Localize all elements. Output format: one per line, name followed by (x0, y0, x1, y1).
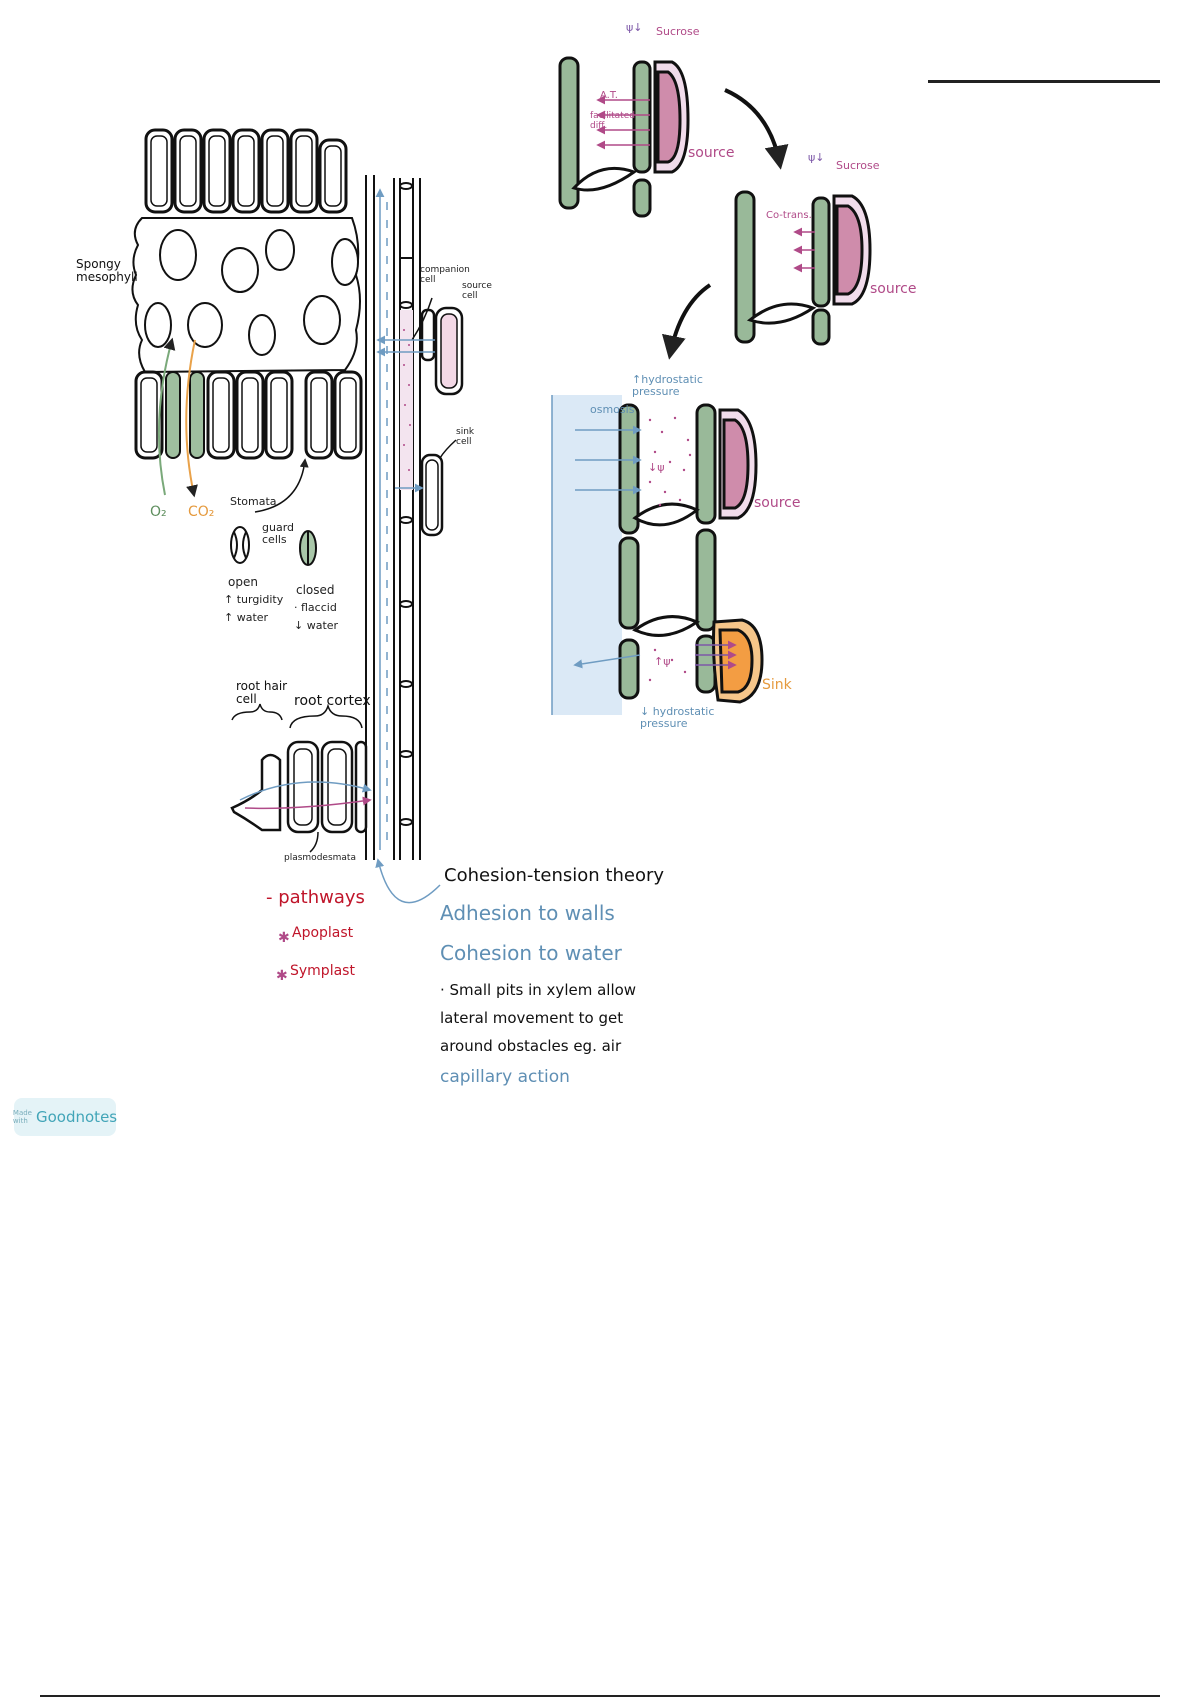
xylem-vessel (365, 175, 421, 860)
stomata-pointer-arrow (254, 458, 309, 513)
unloading-arrows (695, 640, 737, 670)
loading-arrows (376, 335, 435, 493)
label-source-3: source (754, 495, 801, 511)
label-pits-line-3: around obstacles eg. air (440, 1037, 622, 1055)
cohesion-tension-pointer (375, 858, 441, 904)
label-cohesion-tension-theory: Cohesion-tension theory (444, 865, 665, 886)
label-pathways: - pathways (266, 887, 365, 908)
lower-epidermis-cells (134, 370, 363, 460)
label-open: open (228, 575, 258, 589)
spongy-layer-outline (131, 217, 361, 374)
label-symplast: Symplast (290, 963, 355, 979)
label-psi-down-2: ψ↓ (808, 151, 825, 164)
oxygen-arrow (157, 337, 176, 496)
phloem-dots (403, 329, 411, 471)
label-closed: closed (296, 583, 335, 597)
label-cohesion-to-water: Cohesion to water (440, 941, 622, 965)
xylem-water-column (552, 395, 622, 715)
sink-cell-pointer (439, 439, 457, 459)
root-cells (230, 740, 368, 834)
label-psi-down-1: ψ↓ (626, 21, 643, 34)
spongy-cells (144, 229, 359, 356)
label-sink: Sink (762, 677, 792, 693)
label-hydrostatic-up: ↑hydrostatic pressure (632, 373, 703, 399)
label-pits-line-1: · Small pits in xylem allow (440, 981, 637, 999)
label-spongy-mesophyll: Spongy mesophyll (76, 257, 138, 285)
label-guard-cells: guard cells (262, 521, 295, 547)
translocation-step-3 (618, 403, 764, 704)
phloem-sap-dots (648, 416, 692, 682)
pathway-arrows (239, 781, 372, 810)
label-plasmodesmata: plasmodesmata (284, 853, 356, 863)
water-flow-arrows (375, 188, 388, 850)
label-osmosis: osmosis (590, 403, 635, 416)
label-at: A.T. (600, 90, 618, 101)
label-root-hair-cell: root hair cell (236, 679, 288, 707)
step-1-to-2-arrow (724, 88, 789, 170)
label-companion-cell: companion cell (420, 265, 470, 285)
label-stomata: Stomata (230, 495, 277, 508)
root-hair-brace (231, 703, 283, 721)
label-psi-high: ↑ψ (654, 655, 671, 668)
label-root-cortex: root cortex (294, 693, 371, 709)
leaf-cross-section (131, 128, 363, 460)
label-closed-water: ↓ water (294, 619, 339, 632)
goodnotes-badge[interactable]: Made with Goodnotes (12, 1098, 118, 1136)
label-apoplast: Apoplast (292, 925, 354, 941)
cotransport-arrows (793, 227, 815, 273)
label-sink-cell: sink cell (456, 427, 475, 447)
label-source-2: source (870, 281, 917, 297)
palisade-cells (144, 128, 348, 214)
heading-rule (928, 80, 1160, 83)
badge-made-with: Made with (12, 1109, 32, 1125)
plasmodesmata-pointer (309, 831, 319, 853)
badge-goodnotes: Goodnotes (36, 1108, 118, 1126)
loading-arrows-1 (596, 95, 650, 150)
label-cotransport: Co-trans. (766, 210, 812, 221)
page-bottom-rule (40, 1695, 1160, 1697)
label-psi-low: ↓ψ (648, 461, 665, 474)
label-open-water: ↑ water (224, 611, 269, 624)
osmosis-arrows (573, 425, 642, 669)
label-source-1: source (688, 145, 735, 161)
label-sucrose-1: Sucrose (656, 25, 700, 38)
label-pits-line-2: lateral movement to get (440, 1009, 624, 1027)
label-open-turgidity: ↑ turgidity (224, 593, 284, 606)
root-cortex-brace (289, 703, 363, 729)
label-hydrostatic-down: ↓ hydrostatic pressure (640, 705, 715, 731)
step-2-to-3-arrow (662, 283, 712, 360)
label-o2: O₂ (150, 504, 167, 520)
label-closed-flaccid: · flaccid (294, 601, 337, 614)
label-facilitated-diffusion: facilitated diff. (590, 111, 635, 131)
phloem-sap (400, 310, 413, 490)
companion-source-cells (420, 306, 464, 537)
symplast-star: ✱ (276, 968, 288, 984)
companion-cell-pointer (411, 297, 433, 341)
label-sucrose-2: Sucrose (836, 159, 880, 172)
stomata-diagrams (230, 526, 317, 566)
translocation-step-2 (734, 190, 872, 346)
label-capillary-action: capillary action (440, 1067, 570, 1087)
label-adhesion-to-walls: Adhesion to walls (440, 901, 615, 925)
label-source-cell: source cell (462, 281, 492, 301)
carbon-dioxide-arrow (185, 339, 198, 498)
label-co2: CO₂ (188, 504, 215, 520)
apoplast-star: ✱ (278, 930, 290, 946)
translocation-step-1 (558, 56, 690, 218)
